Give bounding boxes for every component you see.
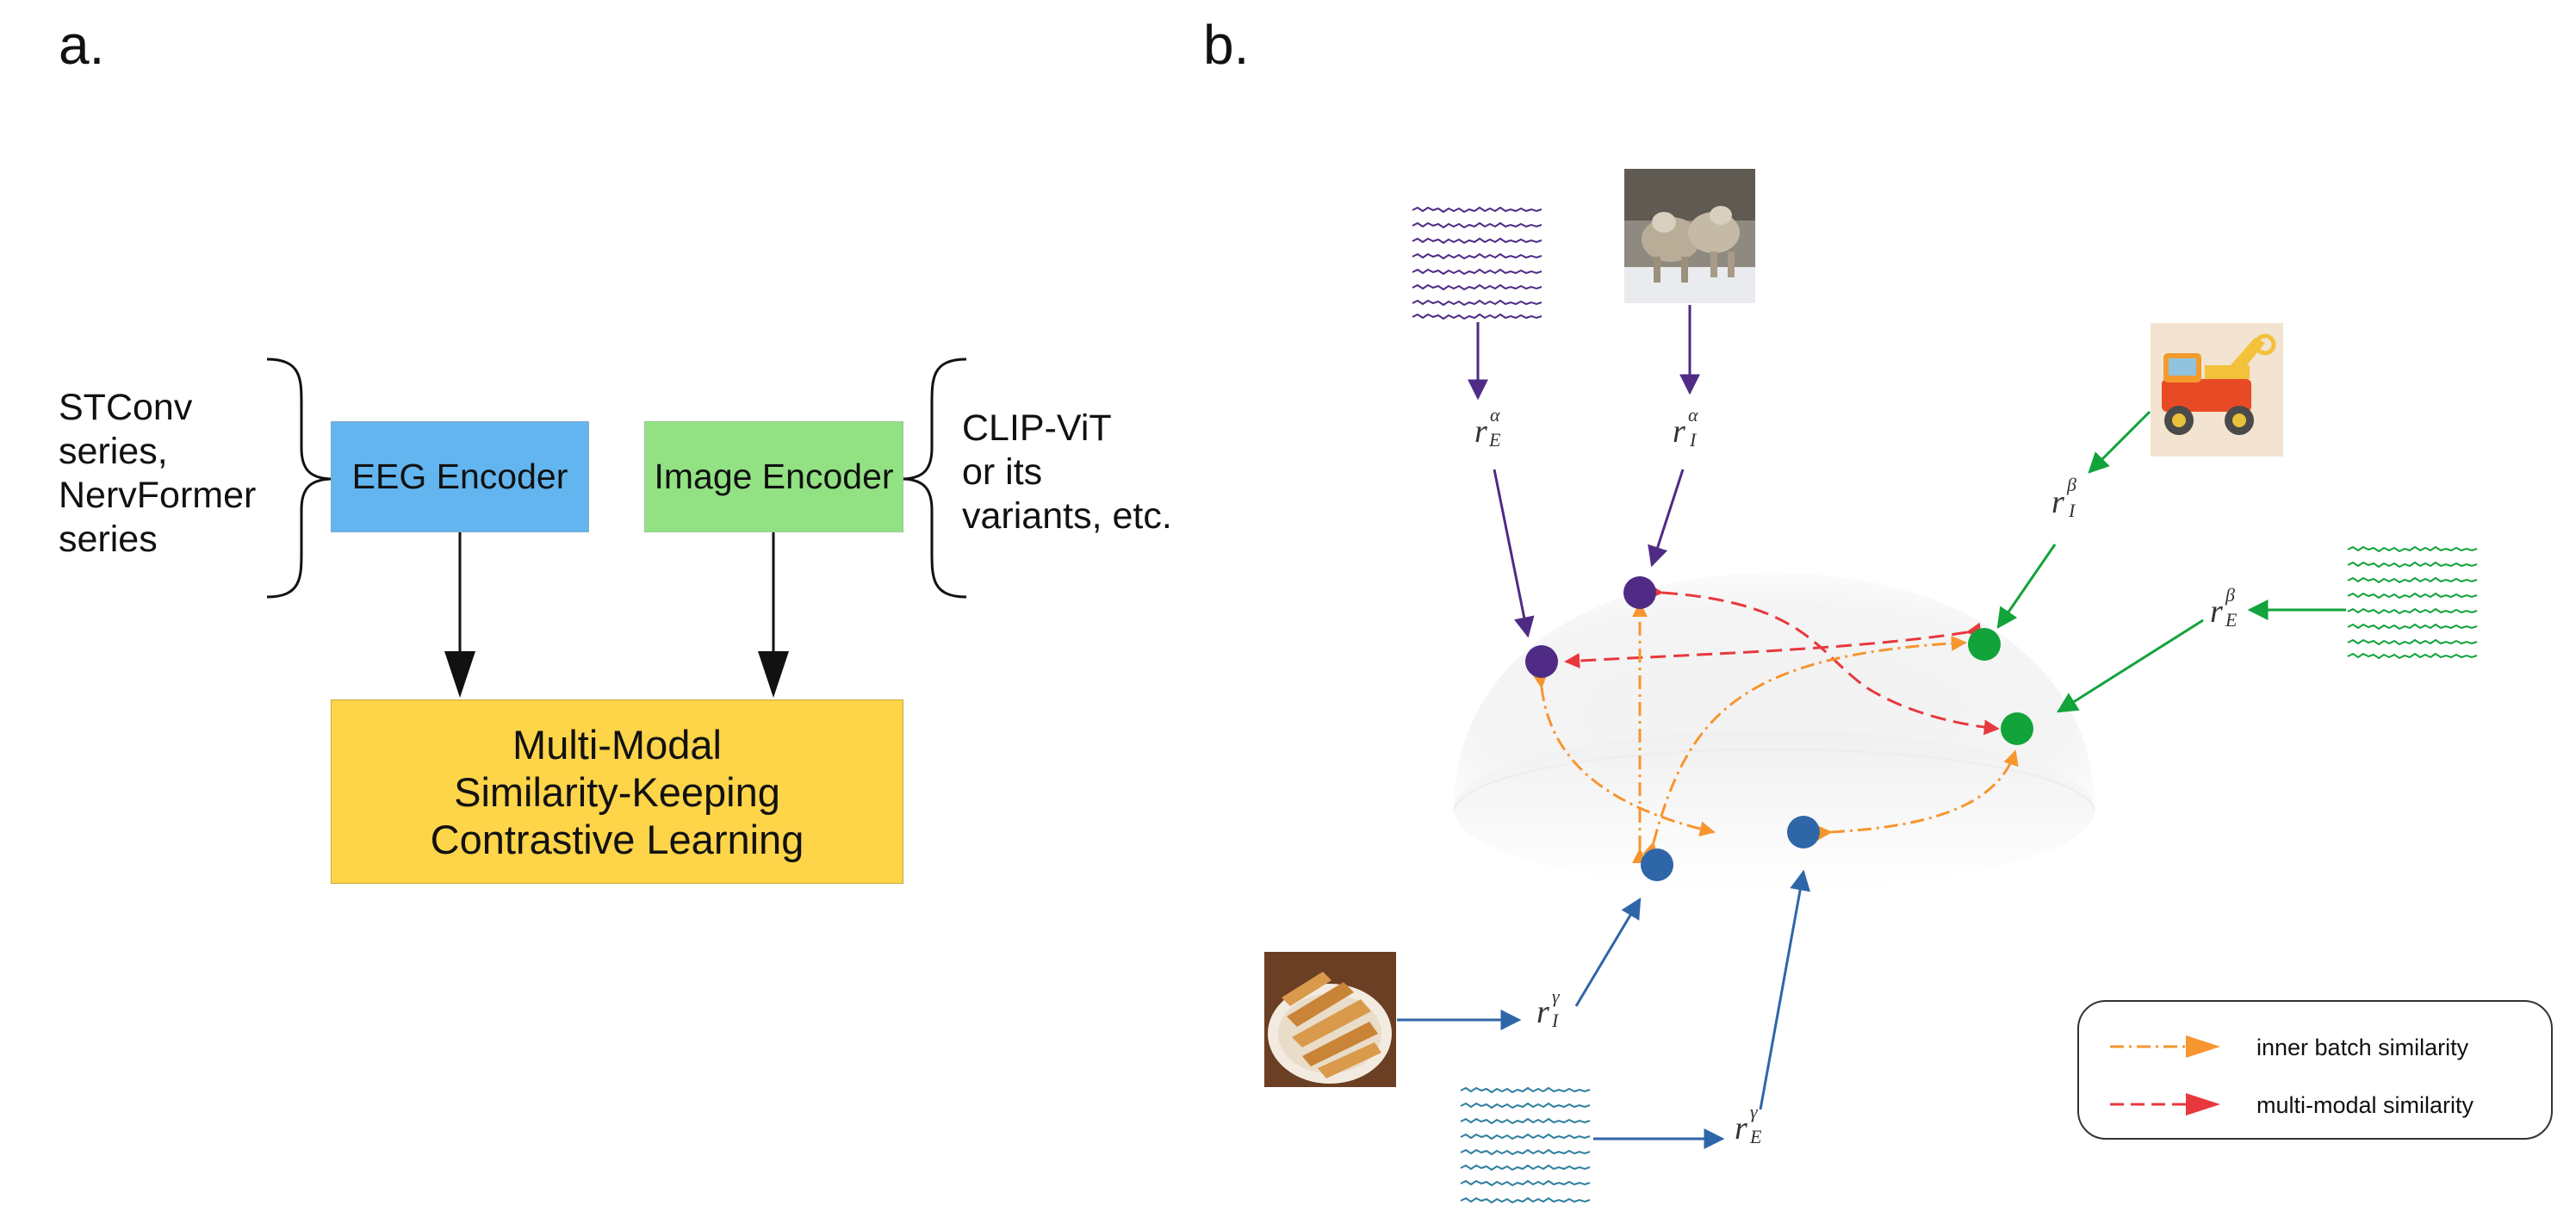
eeg-signal-beta-icon <box>2346 543 2480 660</box>
arrow-i-gamma-to-node <box>1574 897 1642 1007</box>
eeg-signal-alpha-icon <box>1411 203 1545 320</box>
panel-a-connectors <box>266 357 967 698</box>
main-box-line: Contrastive Learning <box>430 816 804 862</box>
image-encoder-label: Image Encoder <box>654 457 894 496</box>
legend-multi-modal-arrow-icon <box>2186 1093 2220 1116</box>
contrastive-learning-box: Multi-Modal Similarity-Keeping Contrasti… <box>331 699 903 884</box>
node-e-alpha <box>1525 645 1558 678</box>
legend-multi-modal-label: multi-modal similarity <box>2256 1092 2474 1118</box>
embedding-hemisphere <box>1453 573 2095 889</box>
svg-text:I: I <box>2068 500 2076 521</box>
node-i-gamma <box>1641 848 1673 881</box>
rep-label-i-gamma: r γ I <box>1536 985 1561 1031</box>
svg-text:r: r <box>1735 1110 1747 1147</box>
eeg-note-line: NervFormer <box>59 475 257 516</box>
eeg-encoder-label: EEG Encoder <box>351 457 568 496</box>
node-e-beta <box>2001 712 2033 745</box>
inner-batch-bottom-arc <box>1816 749 2019 841</box>
svg-text:E: E <box>1488 429 1501 451</box>
svg-text:E: E <box>1749 1126 1762 1147</box>
eeg-encoder-note: STConv series, NervFormer series <box>59 386 256 562</box>
svg-text:β: β <box>2225 584 2235 606</box>
rep-label-i-beta: r β I <box>2051 474 2076 521</box>
arrow-i-alpha-to-node <box>1648 469 1685 568</box>
svg-text:α: α <box>1490 404 1500 426</box>
toast-image <box>1264 952 1396 1087</box>
right-brace-icon <box>903 357 967 599</box>
svg-text:γ: γ <box>1552 985 1561 1007</box>
image-note-line: CLIP-ViT <box>962 407 1112 449</box>
image-note-line: or its <box>962 451 1043 493</box>
eeg-note-line: series <box>59 519 158 560</box>
left-brace-icon <box>266 357 332 599</box>
panel-a-label: a. <box>59 14 105 76</box>
arrow-e-gamma-to-node <box>1759 869 1810 1110</box>
legend-inner-batch-label: inner batch similarity <box>2256 1035 2469 1060</box>
main-box-line: Similarity-Keeping <box>454 768 780 815</box>
eeg-note-line: series, <box>59 431 168 472</box>
image-arrowhead-icon <box>758 651 789 698</box>
eeg-encoder-box: EEG Encoder <box>331 421 589 532</box>
inner-batch-middle-arc <box>1642 635 1967 858</box>
rep-label-e-alpha: r α E <box>1474 404 1501 451</box>
toy-truck-image <box>2151 323 2283 457</box>
panel-b-label: b. <box>1203 14 1250 76</box>
rep-label-e-gamma: r γ E <box>1735 1101 1762 1147</box>
svg-text:I: I <box>1689 429 1698 451</box>
node-i-alpha <box>1623 576 1656 609</box>
svg-text:γ: γ <box>1750 1101 1759 1122</box>
wolves-image <box>1624 169 1755 303</box>
image-encoder-note: CLIP-ViT or its variants, etc. <box>962 407 1172 538</box>
arrow-i-beta-to-node <box>1996 544 2057 629</box>
legend-inner-batch-arrow-icon <box>2186 1035 2220 1058</box>
svg-text:α: α <box>1688 404 1698 426</box>
svg-text:r: r <box>1673 413 1685 450</box>
rep-label-e-beta: r β E <box>2210 584 2238 631</box>
svg-text:E: E <box>2225 609 2238 631</box>
rep-label-i-alpha: r α I <box>1673 404 1698 451</box>
svg-text:r: r <box>2210 594 2223 630</box>
node-e-gamma <box>1787 816 1820 848</box>
arrow-e-alpha-to-node <box>1493 469 1535 638</box>
svg-text:β: β <box>2066 474 2076 495</box>
svg-text:r: r <box>1474 413 1487 450</box>
eeg-arrowhead-icon <box>444 651 475 698</box>
node-i-beta <box>1968 628 2001 661</box>
arrow-truck-to-i-beta <box>2088 410 2151 474</box>
main-box-line: Multi-Modal <box>512 721 722 768</box>
svg-text:I: I <box>1551 1010 1560 1031</box>
svg-text:r: r <box>2051 484 2064 520</box>
eeg-signal-gamma-icon <box>1459 1084 1593 1206</box>
image-note-line: variants, etc. <box>962 495 1172 537</box>
svg-text:r: r <box>1536 994 1549 1030</box>
image-encoder-box: Image Encoder <box>644 421 903 532</box>
eeg-note-line: STConv <box>59 387 193 428</box>
arrow-e-beta-to-node <box>2056 618 2204 713</box>
legend: inner batch similarity multi-modal simil… <box>2077 1000 2553 1140</box>
